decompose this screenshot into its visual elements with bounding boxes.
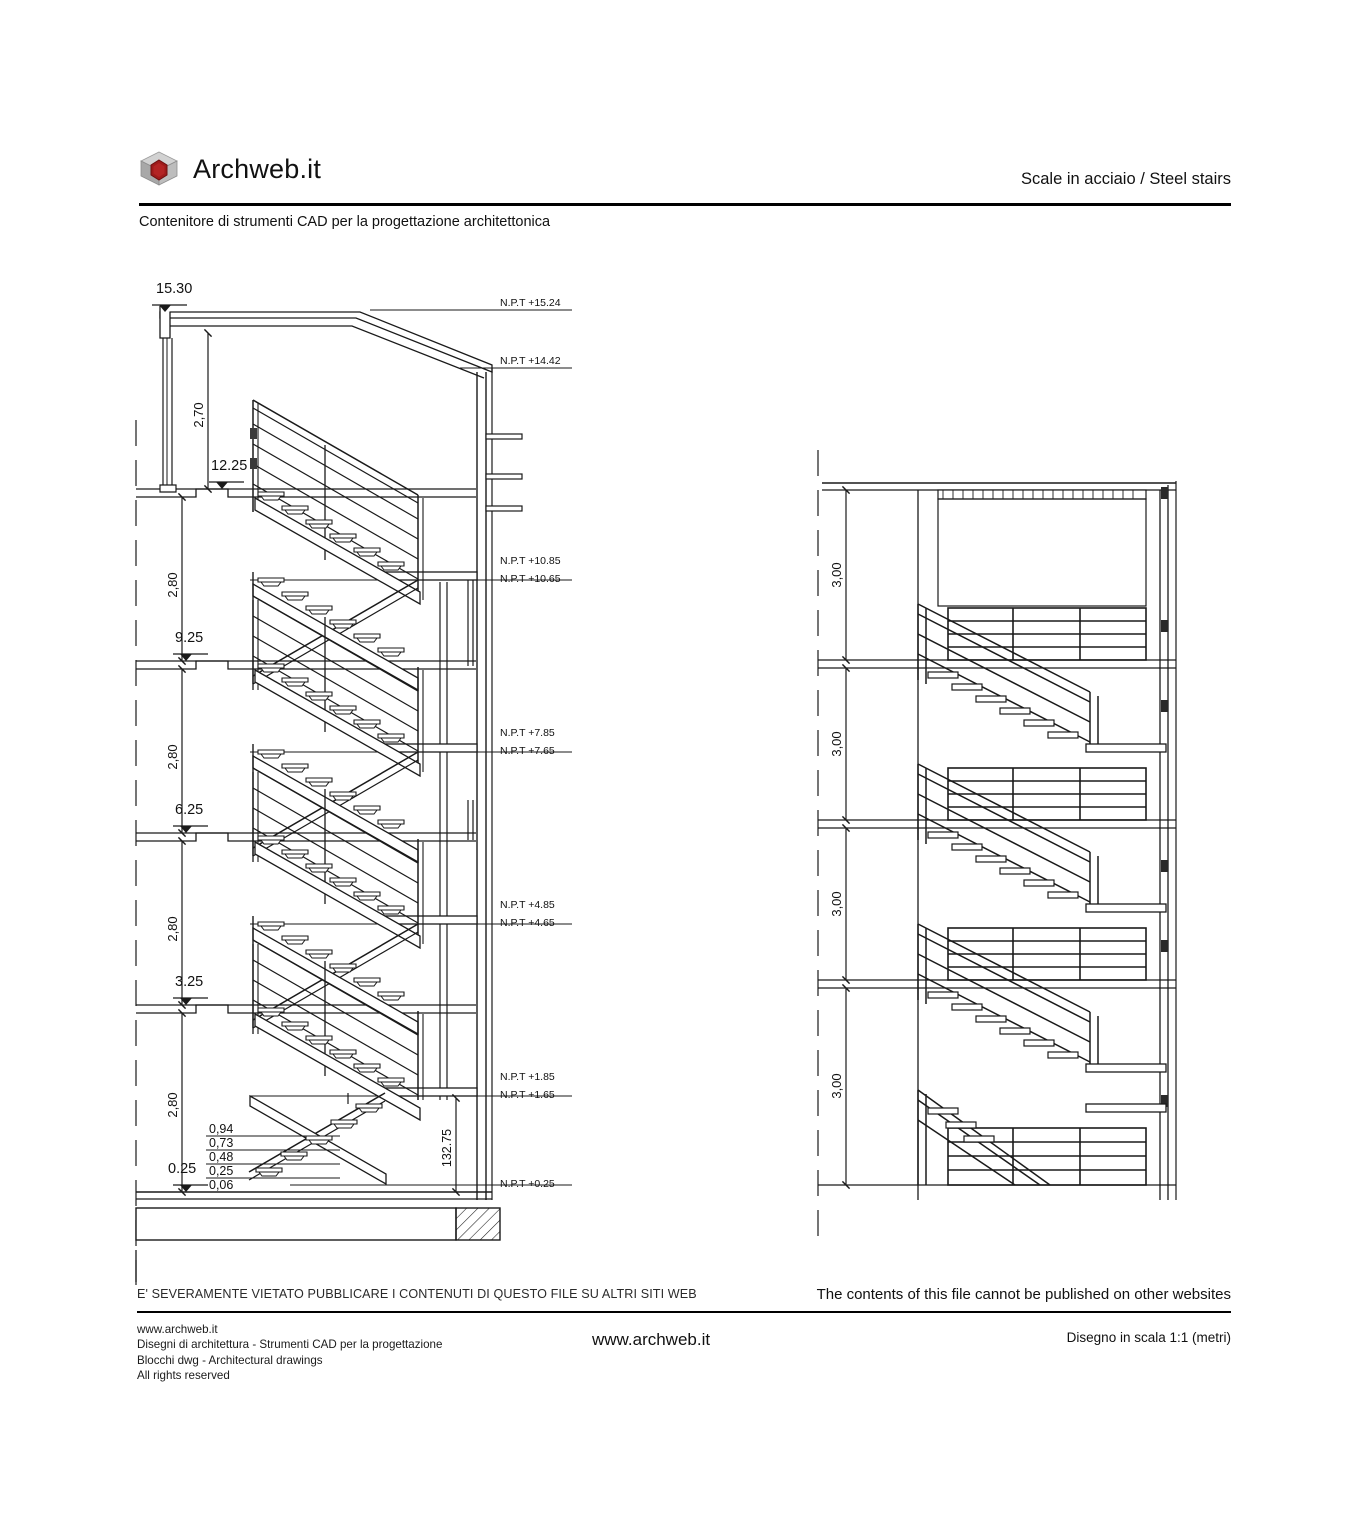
svg-text:N.P.T +15.24: N.P.T +15.24 xyxy=(500,297,561,309)
stair-flight-group xyxy=(250,399,424,692)
elevation-storey xyxy=(917,763,1167,913)
dimension-text: 2,70 xyxy=(191,402,206,427)
dimension-text: 2,80 xyxy=(165,572,180,597)
stair-flight-group xyxy=(248,916,424,1186)
level-marker: 12.25 xyxy=(208,458,247,490)
dimension-text: 3,00 xyxy=(829,891,844,916)
archweb-cube-icon xyxy=(139,150,179,188)
footer-site-line: www.archweb.it xyxy=(137,1323,218,1336)
elevation-storey xyxy=(917,923,1167,1073)
dimension-text: 2,80 xyxy=(165,916,180,941)
section-view: 15.30 12.25 9.25 6.25 3.25 xyxy=(135,281,572,1285)
svg-text:N.P.T +7.65: N.P.T +7.65 xyxy=(500,745,555,757)
npt-annotations: N.P.T +15.24 N.P.T +14.42 N.P.T +10.85 N… xyxy=(500,297,561,1190)
svg-text:N.P.T +10.65: N.P.T +10.65 xyxy=(500,573,561,585)
svg-text:N.P.T +4.65: N.P.T +4.65 xyxy=(500,917,555,929)
dimension-text: 3,00 xyxy=(829,562,844,587)
dimension-text: 3,00 xyxy=(829,731,844,756)
footer-info-block: www.archweb.it Disegni di architettura -… xyxy=(137,1322,442,1383)
svg-text:12.25: 12.25 xyxy=(211,458,247,474)
dimension-text: 0,25 xyxy=(209,1164,233,1178)
footer-line-2: Disegni di architettura - Strumenti CAD … xyxy=(137,1338,443,1352)
footer-scale-note: Disegno in scala 1:1 (metri) xyxy=(1066,1330,1231,1345)
svg-text:N.P.T +10.85: N.P.T +10.85 xyxy=(500,555,561,567)
svg-text:3.25: 3.25 xyxy=(175,974,203,990)
dimension-text: 0,73 xyxy=(209,1136,233,1150)
svg-text:N.P.T +4.85: N.P.T +4.85 xyxy=(500,899,555,911)
brand-name: Archweb.it xyxy=(193,153,322,184)
brand-logo-group: Archweb.it xyxy=(139,150,321,188)
svg-text:N.P.T +14.42: N.P.T +14.42 xyxy=(500,355,561,367)
copyright-warning-it: E' SEVERAMENTE VIETATO PUBBLICARE I CONT… xyxy=(137,1287,697,1301)
dimension-chain xyxy=(177,328,213,1197)
copyright-warning-en: The contents of this file cannot be publ… xyxy=(816,1286,1231,1303)
riser-dimension-stack xyxy=(206,1135,340,1193)
svg-text:N.P.T +0.25: N.P.T +0.25 xyxy=(500,1178,555,1190)
level-marker: 9.25 xyxy=(172,630,209,662)
svg-text:N.P.T +7.85: N.P.T +7.85 xyxy=(500,727,555,739)
dimension-text: 0,48 xyxy=(209,1150,233,1164)
footer-divider xyxy=(137,1311,1231,1313)
svg-text:N.P.T +1.65: N.P.T +1.65 xyxy=(500,1089,555,1101)
svg-text:N.P.T +1.85: N.P.T +1.85 xyxy=(500,1071,555,1083)
level-marker: 3.25 xyxy=(172,974,209,1006)
dimension-text: 3,00 xyxy=(829,1073,844,1098)
level-marker: 6.25 xyxy=(172,802,209,834)
footer-line-3: Blocchi dwg - Architectural drawings xyxy=(137,1353,323,1367)
header-subtitle: Contenitore di strumenti CAD per la prog… xyxy=(139,214,551,230)
header-divider xyxy=(139,203,1231,206)
dimension-text: 132.75 xyxy=(440,1129,454,1167)
elevation-view: 3,00 3,00 3,00 3,00 xyxy=(817,450,1177,1245)
elevation-storey xyxy=(917,1089,1167,1186)
dimension-text: 2,80 xyxy=(165,744,180,769)
stair-flight-group xyxy=(252,572,424,864)
sheet-title: Scale in acciaio / Steel stairs xyxy=(1020,170,1231,188)
level-marker: 0.25 xyxy=(168,1161,209,1193)
footer-line-4: All rights reserved xyxy=(137,1368,230,1382)
svg-text:9.25: 9.25 xyxy=(175,630,203,646)
footer-website-link[interactable]: www.archweb.it xyxy=(592,1330,711,1349)
stair-flight-group xyxy=(252,744,424,1036)
svg-text:15.30: 15.30 xyxy=(156,281,192,297)
svg-text:6.25: 6.25 xyxy=(175,802,203,818)
elevation-storey xyxy=(917,603,1167,753)
dimension-text: 0,06 xyxy=(209,1178,233,1192)
dimension-text: 0,94 xyxy=(209,1122,233,1136)
level-marker: 15.30 xyxy=(151,281,192,313)
dimension-text: 2,80 xyxy=(165,1092,180,1117)
